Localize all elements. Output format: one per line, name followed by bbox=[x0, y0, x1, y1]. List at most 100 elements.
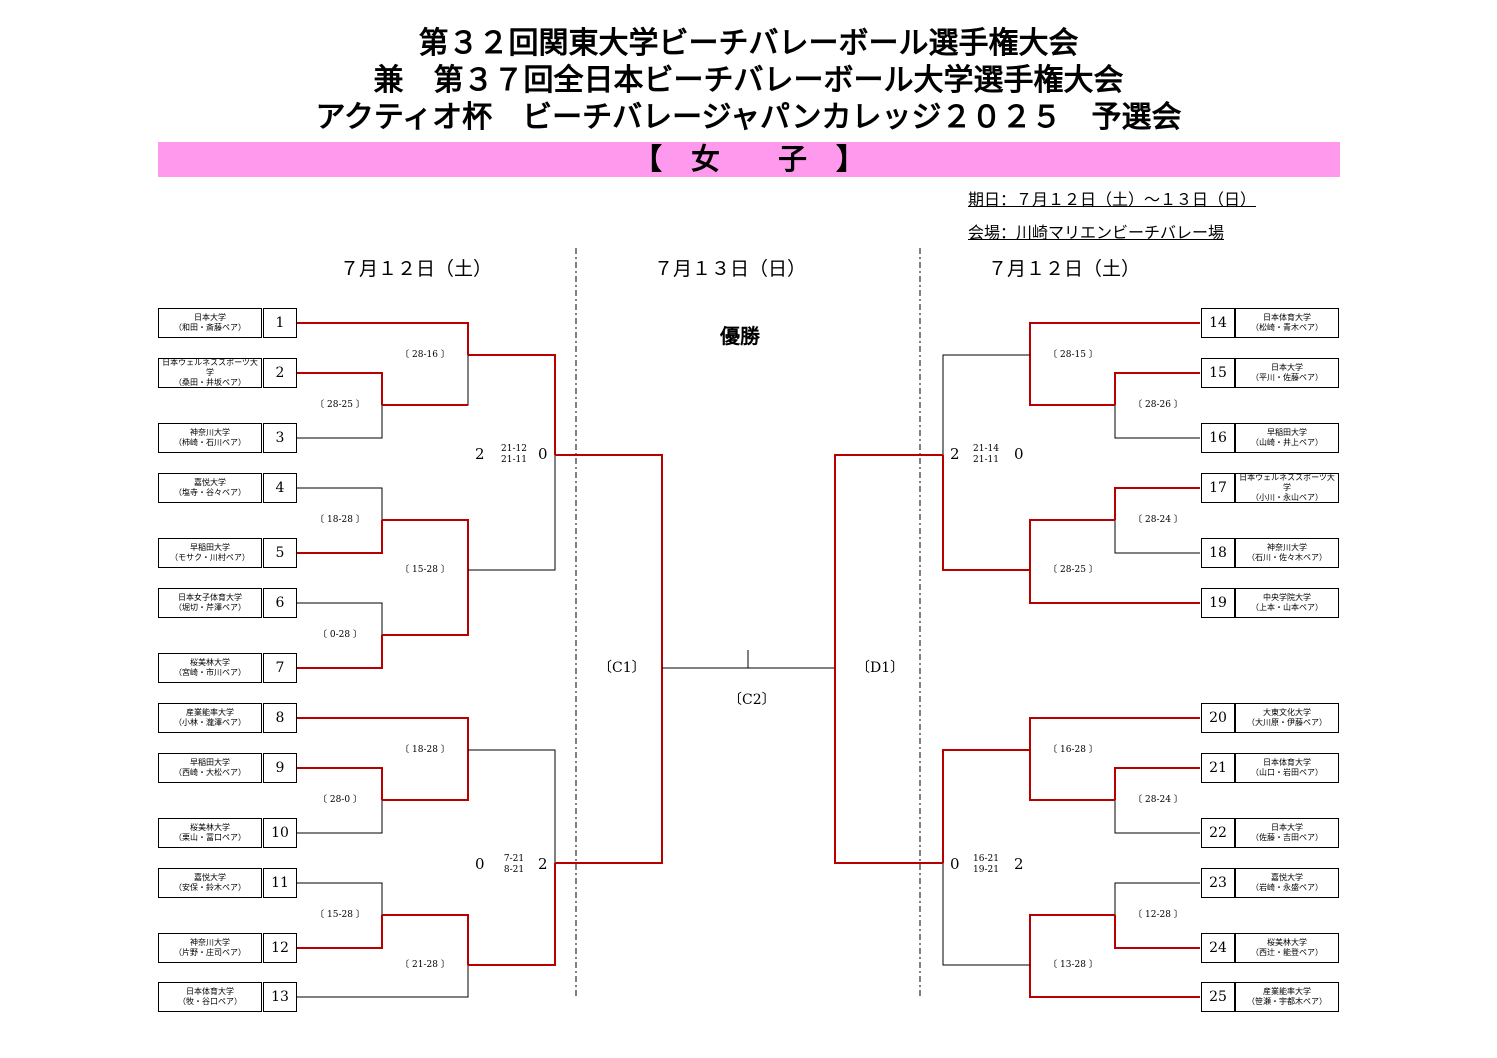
team-pair: （牧・谷口ペア） bbox=[178, 997, 242, 1006]
team-pair: （笹瀬・宇都木ペア） bbox=[1247, 997, 1327, 1006]
team-pair: （宮崎・市川ペア） bbox=[174, 668, 246, 677]
team-university: 早稲田大学 bbox=[190, 543, 230, 552]
team-pair: （石川・佐々木ペア） bbox=[1247, 553, 1327, 562]
title-line-2: 兼 第３７回全日本ビーチバレーボール大学選手権大会 bbox=[373, 63, 1124, 98]
team-university: 早稲田大学 bbox=[1267, 428, 1307, 437]
team-pair: （山崎・井上ペア） bbox=[1251, 438, 1323, 447]
event-venue: 会場：川崎マリエンビーチバレー場 bbox=[968, 223, 1225, 242]
team-seed: 3 bbox=[263, 423, 297, 453]
set-count-rt-b: 0 bbox=[1014, 445, 1024, 463]
bracket-label-c1: 〔C1〕 bbox=[598, 660, 646, 676]
team-box: 日本ウェルネススポーツ大学（小川・永山ペア） bbox=[1235, 473, 1339, 503]
team-box: 早稲田大学（西崎・大松ペア） bbox=[158, 753, 262, 783]
set-count-rb-a: 0 bbox=[950, 855, 960, 873]
team-seed: 21 bbox=[1201, 753, 1235, 783]
team-box: 桜美林大学（西辻・能登ペア） bbox=[1235, 933, 1339, 963]
title-line-3: アクティオ杯 ビーチバレージャパンカレッジ２０２５ 予選会 bbox=[315, 100, 1182, 135]
match-score: 〔 28-16 〕 bbox=[400, 350, 450, 360]
team-box: 嘉悦大学（安保・鈴木ペア） bbox=[158, 868, 262, 898]
title-line-1: 第３２回関東大学ビーチバレーボール選手権大会 bbox=[418, 26, 1079, 61]
match-score: 〔 18-28 〕 bbox=[400, 745, 450, 755]
team-box: 日本女子体育大学（堀切・芹澤ペア） bbox=[158, 588, 262, 618]
team-box: 日本大学（和田・斎藤ペア） bbox=[158, 308, 262, 338]
match-score: 〔 13-28 〕 bbox=[1048, 960, 1098, 970]
team-pair: （和田・斎藤ペア） bbox=[174, 323, 246, 332]
team-university: 日本女子体育大学 bbox=[178, 593, 242, 602]
team-seed: 19 bbox=[1201, 588, 1235, 618]
team-seed: 12 bbox=[263, 933, 297, 963]
set-count-rt-a: 2 bbox=[950, 445, 960, 463]
team-pair: （小川・永山ペア） bbox=[1251, 493, 1323, 502]
team-seed: 22 bbox=[1201, 818, 1235, 848]
team-seed: 24 bbox=[1201, 933, 1235, 963]
team-seed: 14 bbox=[1201, 308, 1235, 338]
team-box: 日本ウェルネススポーツ大学（桑田・井坂ペア） bbox=[158, 358, 262, 388]
team-university: 桜美林大学 bbox=[1267, 938, 1307, 947]
team-box: 日本体育大学（山口・岩田ペア） bbox=[1235, 753, 1339, 783]
team-seed: 7 bbox=[263, 653, 297, 683]
team-university: 日本大学 bbox=[194, 313, 226, 322]
team-university: 産業能率大学 bbox=[1263, 987, 1311, 996]
team-pair: （堀切・芹澤ペア） bbox=[174, 603, 246, 612]
team-box: 桜美林大学（宮崎・市川ペア） bbox=[158, 653, 262, 683]
team-seed: 16 bbox=[1201, 423, 1235, 453]
set-count-rb-b: 2 bbox=[1014, 855, 1024, 873]
team-university: 嘉悦大学 bbox=[194, 478, 226, 487]
team-university: 早稲田大学 bbox=[190, 758, 230, 767]
match-score: 〔 28-24 〕 bbox=[1133, 795, 1183, 805]
team-university: 中央学院大学 bbox=[1263, 593, 1311, 602]
team-university: 日本体育大学 bbox=[1263, 313, 1311, 322]
team-box: 中央学院大学（上本・山本ペア） bbox=[1235, 588, 1339, 618]
team-university: 桜美林大学 bbox=[190, 823, 230, 832]
day-label-right: ７月１２日（土） bbox=[988, 258, 1141, 280]
team-university: 神奈川大学 bbox=[190, 938, 230, 947]
team-box: 神奈川大学（石川・佐々木ペア） bbox=[1235, 538, 1339, 568]
team-box: 早稲田大学（モサク・川村ペア） bbox=[158, 538, 262, 568]
team-pair: （松崎・青木ペア） bbox=[1251, 323, 1323, 332]
team-box: 日本体育大学（松崎・青木ペア） bbox=[1235, 308, 1339, 338]
team-box: 神奈川大学（柿崎・石川ペア） bbox=[158, 423, 262, 453]
team-university: 産業能率大学 bbox=[186, 708, 234, 717]
team-university: 日本大学 bbox=[1271, 363, 1303, 372]
set-count-lt-a: 2 bbox=[475, 445, 485, 463]
match-score: 〔 28-26 〕 bbox=[1133, 400, 1183, 410]
team-pair: （岩崎・永盛ペア） bbox=[1251, 883, 1323, 892]
team-university: 神奈川大学 bbox=[1267, 543, 1307, 552]
team-university: 日本ウェルネススポーツ大学 bbox=[1239, 473, 1335, 492]
team-pair: （西辻・能登ペア） bbox=[1251, 948, 1323, 957]
team-box: 早稲田大学（山崎・井上ペア） bbox=[1235, 423, 1339, 453]
team-seed: 23 bbox=[1201, 868, 1235, 898]
team-university: 日本体育大学 bbox=[1263, 758, 1311, 767]
team-pair: （塩寺・谷々ペア） bbox=[174, 488, 246, 497]
team-university: 日本体育大学 bbox=[186, 987, 234, 996]
team-university: 嘉悦大学 bbox=[194, 873, 226, 882]
team-box: 神奈川大学（片野・庄司ペア） bbox=[158, 933, 262, 963]
team-pair: （平川・佐藤ペア） bbox=[1251, 373, 1323, 382]
bracket-label-d1: 〔D1〕 bbox=[856, 660, 905, 676]
team-pair: （柿崎・石川ペア） bbox=[174, 438, 246, 447]
team-pair: （佐藤・吉田ペア） bbox=[1251, 833, 1323, 842]
match-score: 〔 21-28 〕 bbox=[400, 960, 450, 970]
team-box: 日本大学（平川・佐藤ペア） bbox=[1235, 358, 1339, 388]
team-pair: （大川原・伊藤ペア） bbox=[1247, 718, 1327, 727]
category-banner: 【 女 子 】 bbox=[158, 142, 1340, 177]
team-box: 日本体育大学（牧・谷口ペア） bbox=[158, 982, 262, 1012]
team-university: 日本ウェルネススポーツ大学 bbox=[162, 358, 258, 377]
match-score: 〔 16-28 〕 bbox=[1048, 745, 1098, 755]
champion-label: 優勝 bbox=[720, 324, 760, 348]
team-pair: （西崎・大松ペア） bbox=[174, 768, 246, 777]
team-university: 大東文化大学 bbox=[1263, 708, 1311, 717]
match-score: 〔 28-25 〕 bbox=[1048, 565, 1098, 575]
team-pair: （桑田・井坂ペア） bbox=[174, 378, 246, 387]
team-seed: 25 bbox=[1201, 982, 1235, 1012]
team-seed: 11 bbox=[263, 868, 297, 898]
team-seed: 1 bbox=[263, 308, 297, 338]
team-pair: （モサク・川村ペア） bbox=[170, 553, 250, 562]
team-seed: 17 bbox=[1201, 473, 1235, 503]
team-box: 嘉悦大学（塩寺・谷々ペア） bbox=[158, 473, 262, 503]
team-seed: 8 bbox=[263, 703, 297, 733]
